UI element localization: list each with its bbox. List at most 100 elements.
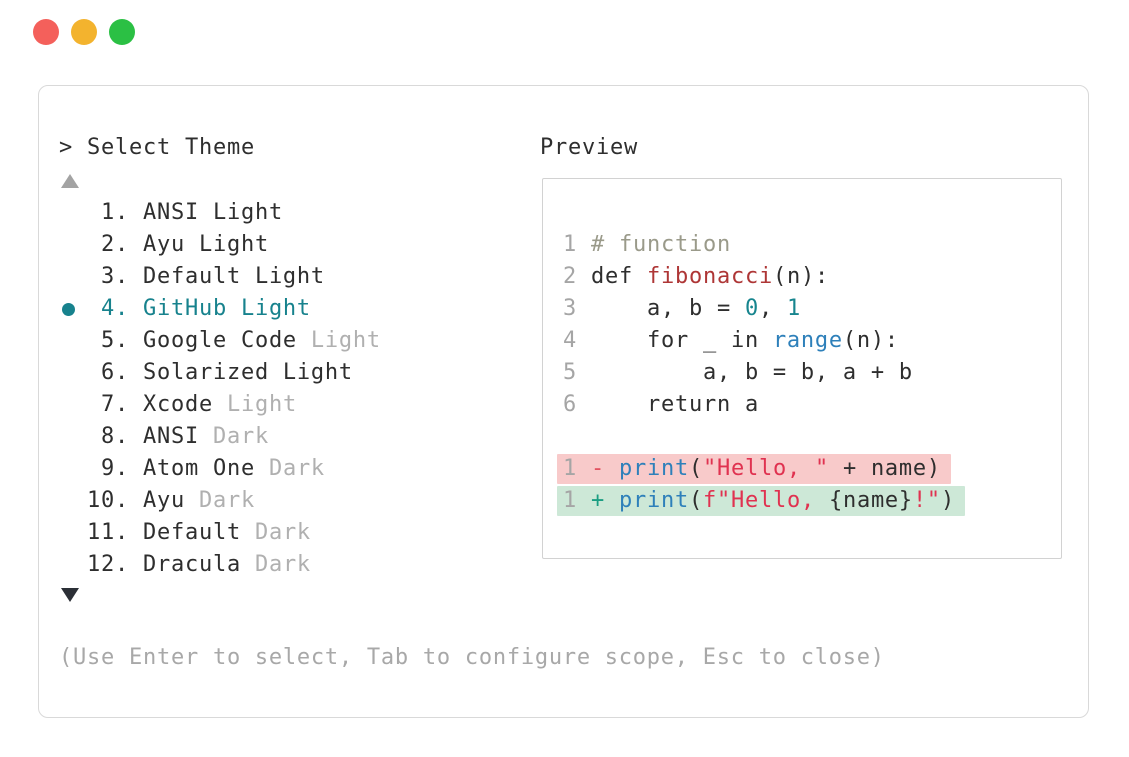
footer-hint: (Use Enter to select, Tab to configure s…: [59, 645, 885, 670]
theme-variant: Dark: [240, 552, 311, 577]
theme-number: 2.: [59, 232, 143, 257]
theme-number: 11.: [59, 520, 143, 545]
line-number: 3: [563, 296, 591, 321]
code-token: return a: [591, 392, 759, 417]
code-token: a, b = b, a + b: [591, 360, 913, 385]
code-token: ): [940, 488, 955, 513]
line-number: 1: [563, 456, 591, 481]
code-token: +: [591, 488, 619, 513]
code-token: + name): [828, 456, 941, 481]
code-line: 3 a, b = 0, 1: [563, 293, 965, 325]
scroll-up-icon[interactable]: [61, 174, 79, 188]
theme-name: Default: [142, 520, 241, 545]
code-token: for _ in: [591, 328, 773, 353]
code-line: 1 # function: [563, 229, 965, 261]
code-line: 5 a, b = b, a + b: [563, 357, 965, 389]
code-token: (: [688, 456, 703, 481]
theme-number: 10.: [59, 488, 143, 513]
code-token: {name}: [828, 488, 913, 513]
theme-name: Ayu: [142, 488, 185, 513]
line-number: 1: [563, 488, 591, 513]
code-token: print: [619, 456, 689, 481]
code-token: # function: [591, 232, 731, 257]
theme-variant: Dark: [184, 488, 255, 513]
code-token: a, b =: [591, 296, 745, 321]
close-button-icon[interactable]: [33, 19, 59, 45]
theme-item-4[interactable]: 4. GitHub Light: [59, 293, 381, 325]
code-token: ,: [758, 296, 787, 321]
selected-dot-icon: [62, 302, 75, 316]
theme-number: 9.: [59, 456, 143, 481]
line-number: 5: [563, 360, 591, 385]
theme-item-9[interactable]: 9. Atom One Dark: [59, 453, 381, 485]
theme-item-1[interactable]: 1. ANSI Light: [59, 197, 381, 229]
line-number: 6: [563, 392, 591, 417]
diff-added-line: 1 + print(f"Hello, {name}!"): [557, 485, 965, 517]
code-token: print: [619, 488, 689, 513]
theme-name: Dracula: [142, 552, 241, 577]
theme-item-3[interactable]: 3. Default Light: [59, 261, 381, 293]
page-title: Select Theme: [87, 135, 255, 160]
code-line: [563, 421, 965, 453]
code-token: 1: [786, 296, 801, 321]
prompt-symbol: >: [59, 135, 73, 160]
theme-name: Xcode: [142, 392, 213, 417]
code-token: def: [591, 264, 647, 289]
code-token: 0: [744, 296, 759, 321]
theme-item-6[interactable]: 6. Solarized Light: [59, 357, 381, 389]
theme-number: 5.: [59, 328, 143, 353]
theme-item-5[interactable]: 5. Google Code Light: [59, 325, 381, 357]
code-line: 2 def fibonacci(n):: [563, 261, 965, 293]
theme-name: ANSI Light: [142, 200, 283, 225]
line-number: 1: [563, 232, 591, 257]
theme-variant: Light: [212, 392, 297, 417]
maximize-button-icon[interactable]: [109, 19, 135, 45]
scroll-down-icon[interactable]: [61, 588, 79, 602]
code-token: f"Hello,: [702, 488, 829, 513]
code-token: (n):: [842, 328, 899, 353]
theme-item-7[interactable]: 7. Xcode Light: [59, 389, 381, 421]
code-line: 6 return a: [563, 389, 965, 421]
preview-title: Preview: [540, 135, 638, 160]
palette-header: > Select Theme: [59, 132, 255, 164]
code-token: -: [591, 456, 619, 481]
theme-picker-window: > Select Theme 1. ANSI Light 2. Ayu Ligh…: [38, 85, 1089, 718]
theme-item-10[interactable]: 10. Ayu Dark: [59, 485, 381, 517]
theme-variant: Light: [296, 328, 381, 353]
minimize-button-icon[interactable]: [71, 19, 97, 45]
line-number: 4: [563, 328, 591, 353]
theme-name: Ayu Light: [142, 232, 269, 257]
code-token: "Hello, ": [702, 456, 829, 481]
theme-name: Solarized Light: [142, 360, 353, 385]
theme-item-11[interactable]: 11. Default Dark: [59, 517, 381, 549]
theme-item-12[interactable]: 12. Dracula Dark: [59, 549, 381, 581]
theme-number: 8.: [59, 424, 143, 449]
theme-item-2[interactable]: 2. Ayu Light: [59, 229, 381, 261]
code-token: fibonacci: [646, 264, 773, 289]
theme-number: 1.: [59, 200, 143, 225]
theme-number: 12.: [59, 552, 143, 577]
diff-removed-line: 1 - print("Hello, " + name): [557, 453, 965, 485]
theme-item-8[interactable]: 8. ANSI Dark: [59, 421, 381, 453]
theme-name: Default Light: [142, 264, 325, 289]
diff-highlight: 1 + print(f"Hello, {name}!"): [557, 486, 965, 516]
theme-name: Atom One: [142, 456, 255, 481]
code-token: (: [688, 488, 703, 513]
line-number: 2: [563, 264, 591, 289]
window-controls: [33, 19, 135, 45]
theme-variant: Dark: [198, 424, 269, 449]
diff-highlight: 1 - print("Hello, " + name): [557, 454, 951, 484]
theme-number: 3.: [59, 264, 143, 289]
code-token: range: [772, 328, 843, 353]
theme-number: 7.: [59, 392, 143, 417]
code-token: !": [912, 488, 941, 513]
theme-variant: Dark: [254, 456, 325, 481]
theme-variant: Dark: [240, 520, 311, 545]
theme-name: ANSI: [142, 424, 199, 449]
theme-number: 4.: [59, 296, 143, 321]
theme-number: 6.: [59, 360, 143, 385]
theme-name: GitHub Light: [142, 296, 311, 321]
theme-list: 1. ANSI Light 2. Ayu Light 3. Default Li…: [59, 197, 381, 581]
